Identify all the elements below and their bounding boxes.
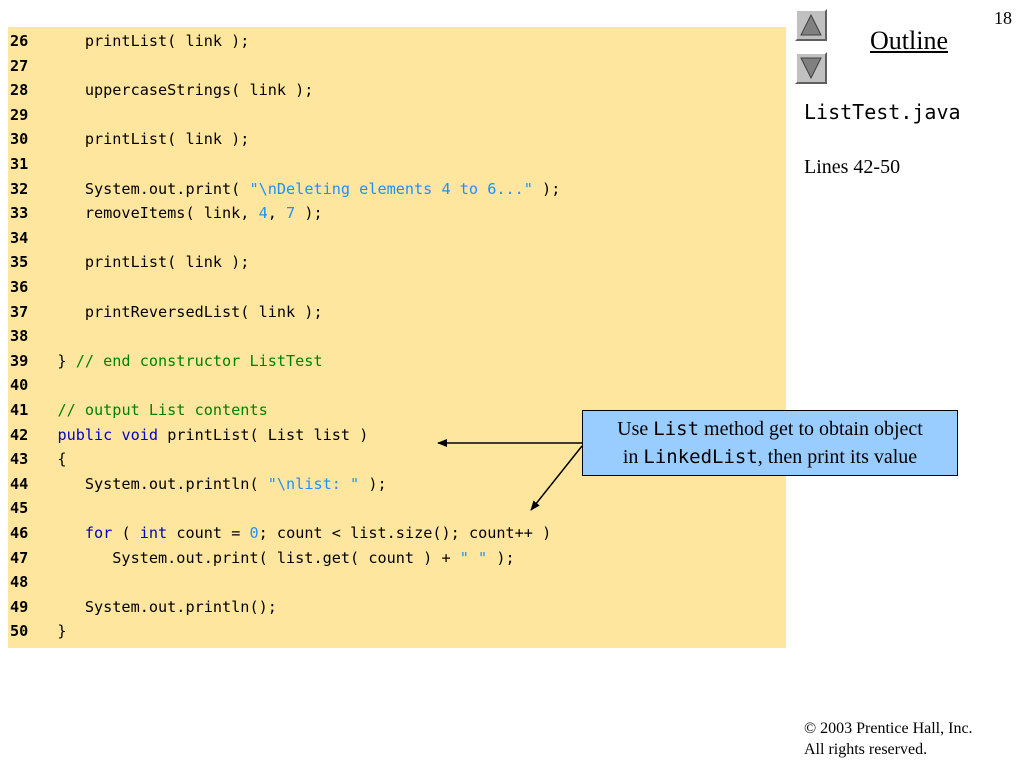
previous-slide-button[interactable] — [795, 9, 827, 41]
code-text: // output List contents — [57, 401, 268, 419]
page-number: 18 — [994, 8, 1012, 28]
line-number: 48 — [10, 573, 29, 592]
line-number: 41 — [10, 401, 29, 419]
line-number: 37 — [10, 302, 29, 321]
triangle-up-icon — [800, 13, 822, 36]
line-number: 27 — [10, 56, 29, 75]
code-text: System.out.println( "\nlist: " ); — [30, 474, 387, 493]
line-number: 49 — [10, 597, 29, 616]
lines-range: Lines 42-50 — [804, 156, 901, 178]
line-number: 29 — [10, 105, 29, 124]
arrow-to-line-46 — [530, 445, 583, 511]
line-number: 45 — [10, 499, 29, 518]
code-text: public void printList( List list ) — [57, 425, 369, 444]
code-text: System.out.print( list.get( count ) + " … — [30, 548, 515, 567]
line-number: 46 — [10, 524, 29, 542]
copyright: © 2003 Prentice Hall, Inc. All rights re… — [804, 718, 973, 760]
line-number: 32 — [10, 179, 29, 198]
line-number: 43 — [10, 450, 29, 469]
next-slide-button[interactable] — [795, 52, 827, 84]
callout-box: Use List method get to obtain object in … — [582, 410, 958, 476]
callout-code: List — [653, 418, 700, 440]
line-number: 34 — [10, 228, 29, 247]
code-text: for ( int count = 0; count < list.size()… — [84, 524, 552, 542]
line-number: 36 — [10, 278, 29, 296]
code-text: printList( link ); — [30, 253, 250, 272]
line-number: 30 — [10, 130, 29, 149]
copyright-line-1: © 2003 Prentice Hall, Inc. — [804, 720, 973, 737]
code-text: } — [30, 622, 67, 641]
line-number: 31 — [10, 155, 29, 173]
code-text: uppercaseStrings( link ); — [30, 81, 314, 100]
line-number: 26 — [10, 32, 29, 50]
code-text: System.out.print( "\nDeleting elements 4… — [30, 179, 561, 198]
code-text: printList( link ); — [30, 32, 250, 50]
code-text: { — [30, 450, 67, 469]
code-text: } // end constructor ListTest — [30, 351, 323, 370]
line-number: 42 — [10, 425, 29, 444]
line-number: 28 — [10, 81, 29, 100]
line-number: 39 — [10, 351, 29, 370]
line-number: 33 — [10, 204, 29, 223]
callout-code: LinkedList — [643, 446, 758, 468]
line-number: 35 — [10, 253, 29, 272]
line-number: 47 — [10, 548, 29, 567]
line-number: 44 — [10, 474, 29, 493]
code-text: printReversedList( link ); — [30, 302, 323, 321]
code-text: removeItems( link, 4, 7 ); — [30, 204, 323, 223]
file-name: ListTest.java — [804, 100, 961, 124]
line-number: 50 — [10, 622, 29, 641]
code-text: printList( link ); — [30, 130, 250, 149]
code-text: System.out.println(); — [30, 597, 277, 616]
outline-link[interactable]: Outline — [870, 26, 948, 55]
code-panel: 26 printList( link ); 27 28 uppercaseStr… — [8, 27, 786, 648]
copyright-line-2: All rights reserved. — [804, 741, 928, 758]
line-number: 38 — [10, 327, 29, 346]
triangle-down-icon — [800, 57, 822, 80]
line-number: 40 — [10, 376, 29, 395]
